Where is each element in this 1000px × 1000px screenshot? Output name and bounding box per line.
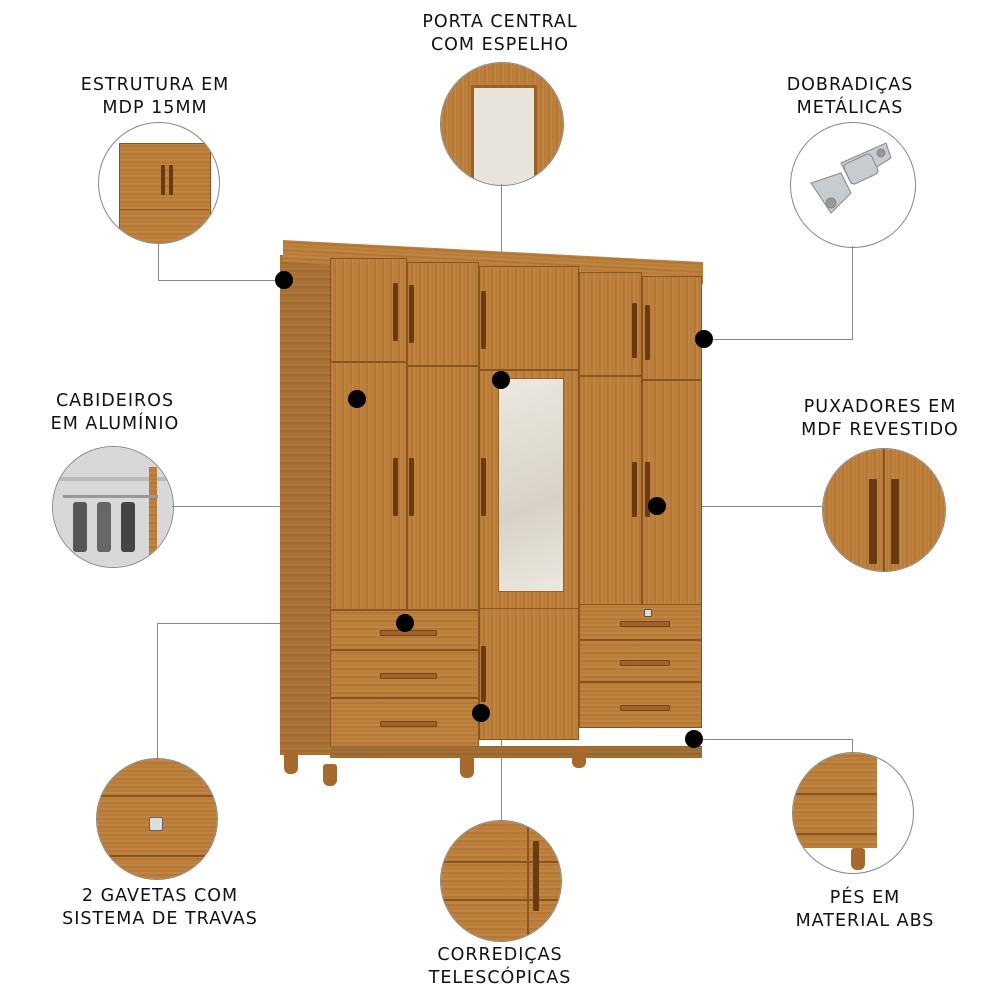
detail-dobradicas-image — [790, 122, 916, 248]
wardrobe-side — [280, 255, 330, 755]
callout-dot-dobradicas[interactable] — [695, 330, 713, 348]
label-pes: PÉS EM MATERIAL ABS — [795, 888, 935, 931]
label-cabideiros: CABIDEIROS EM ALUMÍNIO — [50, 391, 180, 434]
callout-dot-estrutura[interactable] — [275, 271, 293, 289]
detail-estrutura-image — [98, 122, 220, 244]
detail-corredicas-image — [440, 820, 562, 942]
detail-puxadores-image — [822, 448, 946, 572]
connector-dobradicas — [852, 246, 853, 340]
label-porta-central: PORTA CENTRAL COM ESPELHO — [422, 12, 578, 55]
connector-estrutura — [158, 242, 159, 280]
callout-dot-cabideiros[interactable] — [348, 390, 366, 408]
connector-pes-h — [693, 739, 853, 740]
callout-dot-puxadores[interactable] — [648, 497, 666, 515]
label-corredicas: CORREDIÇAS TELESCÓPICAS — [428, 945, 572, 988]
callout-dot-porta-central[interactable] — [492, 371, 510, 389]
connector-corredicas — [501, 712, 502, 820]
label-estrutura: ESTRUTURA EM MDP 15MM — [80, 75, 230, 118]
foot — [572, 746, 586, 768]
connector-puxadores — [657, 506, 822, 507]
callout-dot-gavetas[interactable] — [396, 614, 414, 632]
detail-gavetas-image — [96, 758, 218, 880]
connector-cabideiros-h — [172, 506, 357, 507]
connector-dobradicas-h — [704, 339, 853, 340]
foot — [323, 764, 337, 786]
callout-dot-corredicas[interactable] — [472, 704, 490, 722]
detail-porta-central-image — [440, 62, 564, 186]
hinge-icon — [810, 142, 892, 214]
mirror — [498, 378, 564, 592]
label-puxadores: PUXADORES EM MDF REVESTIDO — [801, 397, 959, 440]
foot — [284, 752, 298, 774]
detail-cabideiros-image — [52, 446, 174, 568]
connector-pes — [852, 739, 853, 753]
foot — [460, 756, 474, 778]
label-dobradicas: DOBRADIÇAS METÁLICAS — [786, 75, 914, 118]
connector-gavetas — [157, 623, 158, 758]
label-gavetas: 2 GAVETAS COM SISTEMA DE TRAVAS — [62, 886, 258, 929]
callout-dot-pes[interactable] — [685, 730, 703, 748]
detail-pes-image — [792, 752, 914, 874]
connector-estrutura-h — [158, 280, 284, 281]
